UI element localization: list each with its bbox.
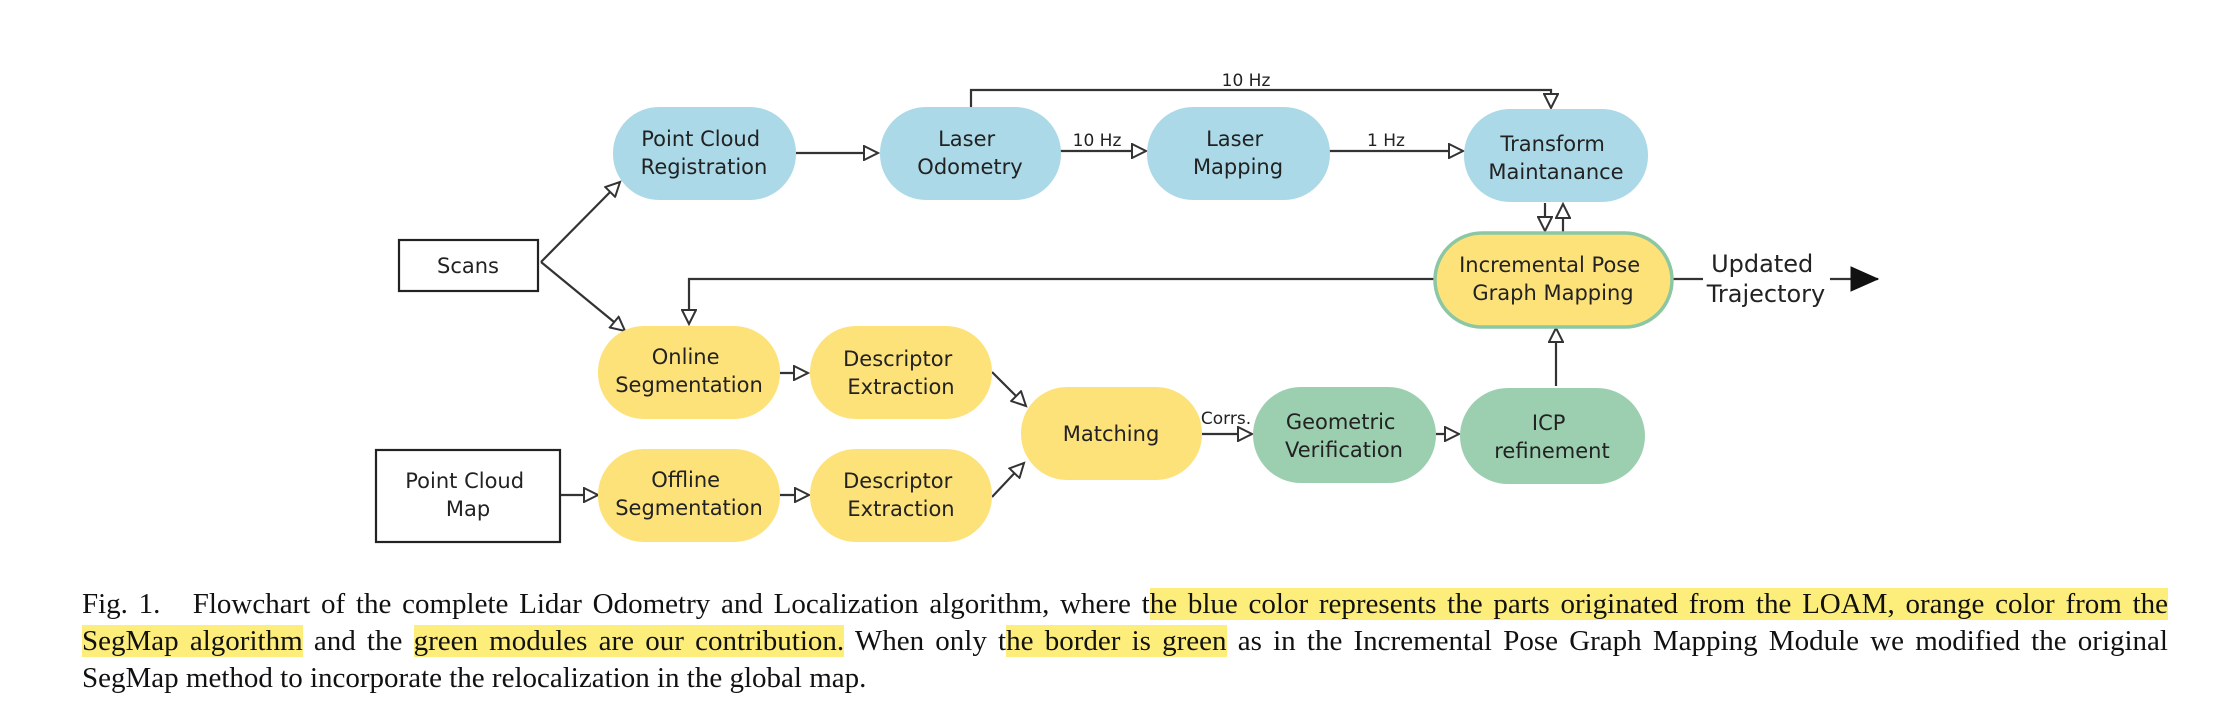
edge-scans-to-pcr <box>540 182 620 263</box>
edge-scans-to-online-seg <box>540 261 625 331</box>
svg-text:Point Cloud Map: Point Cloud Map <box>405 469 531 521</box>
figure-caption: Fig. 1. Flowchart of the complete Lidar … <box>82 586 2169 697</box>
caption-text-1: Flowchart of the complete Lidar Odometry… <box>192 588 1150 620</box>
edge-lo-to-tm-loop <box>969 88 1551 108</box>
node-icp-refinement: ICP refinement <box>1460 388 1645 484</box>
svg-text:Descriptor Extraction: Descriptor Extraction <box>843 469 959 521</box>
node-point-cloud-registration: Point Cloud Registration <box>613 107 796 200</box>
svg-text:Offline Segmentation: Offline Segmentation <box>615 468 763 520</box>
edge-de2-to-matching <box>991 463 1024 498</box>
svg-text:Laser Mapping: Laser Mapping <box>1193 127 1283 179</box>
node-descriptor-extraction-offline: Descriptor Extraction <box>810 449 992 542</box>
caption-fig-label: Fig. 1. <box>82 588 161 620</box>
node-laser-odometry: Laser Odometry <box>880 107 1061 200</box>
caption-text-4: as in the Incremental Pose Graph Mapping… <box>82 625 2168 694</box>
svg-text:Updated Trajectory: Updated Trajectory <box>1706 250 1826 308</box>
edge-ipgm-to-online-seg <box>689 277 1434 324</box>
node-point-cloud-map: Point Cloud Map <box>374 448 562 544</box>
edge-de1-to-matching <box>991 371 1026 406</box>
svg-text:ICP refinement: ICP refinement <box>1494 411 1609 463</box>
edge-label-corrs: Corrs. <box>1201 409 1251 429</box>
caption-highlight-2: green modules are our contribution. <box>413 625 845 657</box>
svg-text:Point Cloud Registration: Point Cloud Registration <box>641 127 768 179</box>
caption-text-2: and the <box>302 625 414 657</box>
svg-text:Laser Odometry: Laser Odometry <box>917 127 1022 179</box>
node-laser-mapping: Laser Mapping <box>1147 107 1330 200</box>
edges <box>540 88 1880 498</box>
node-offline-segmentation: Offline Segmentation <box>598 449 780 542</box>
edge-label-lo-lm: 10 Hz <box>1073 131 1122 151</box>
edge-label-top-loop: 10 Hz <box>1222 71 1271 91</box>
svg-text:Scans: Scans <box>437 254 499 278</box>
node-geometric-verification: Geometric Verification <box>1253 387 1436 483</box>
svg-text:Incremental Pose Graph M: Incremental Pose Graph Mapping <box>1459 253 1647 305</box>
node-scans: Scans <box>397 238 540 293</box>
output-updated-trajectory: Updated Trajectory <box>1706 250 1826 308</box>
svg-text:Geometric Verification: Geometric Verification <box>1285 410 1403 462</box>
svg-text:Matching: Matching <box>1063 422 1160 446</box>
node-descriptor-extraction-online: Descriptor Extraction <box>810 326 992 419</box>
edge-label-lm-tm: 1 Hz <box>1367 131 1405 151</box>
node-transform-maintanance: Transform Maintanance <box>1464 109 1648 202</box>
svg-text:Descriptor Extraction: Descriptor Extraction <box>843 347 959 399</box>
caption-highlight-3: he border is green <box>1006 625 1227 657</box>
flowchart-diagram: 10 Hz 10 Hz 1 Hz Corrs. Scans Point Clou… <box>374 71 1880 544</box>
node-online-segmentation: Online Segmentation <box>598 326 780 419</box>
svg-text:Online Segmentation: Online Segmentation <box>615 345 763 397</box>
node-incremental-pose-graph-mapping: Incremental Pose Graph Mapping <box>1433 231 1674 329</box>
caption-text-3: When only t <box>844 625 1007 657</box>
edge-labels: 10 Hz 10 Hz 1 Hz Corrs. <box>1073 71 1405 429</box>
node-matching: Matching <box>1021 387 1202 480</box>
svg-text:Transform Maintanance: Transform Maintanance <box>1488 132 1623 184</box>
